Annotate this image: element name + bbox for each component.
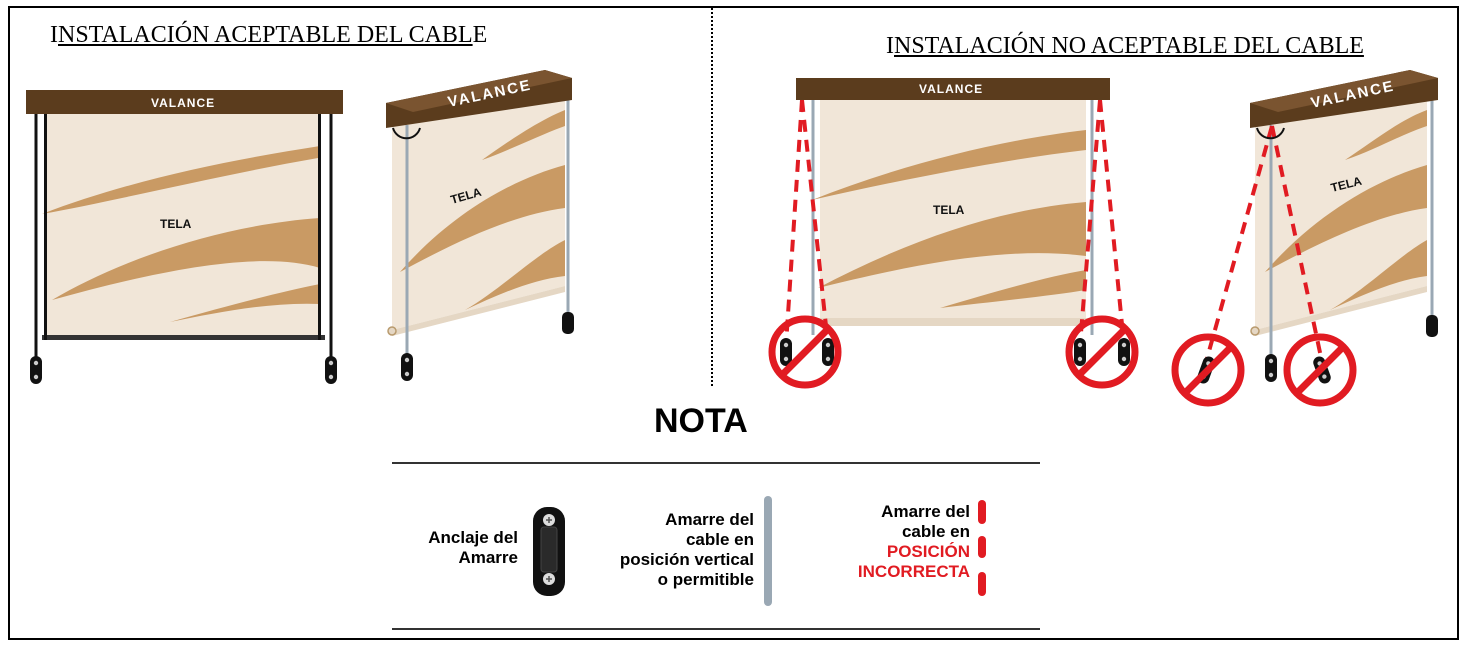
valance-bar bbox=[26, 90, 343, 114]
valance-label: VALANCE bbox=[919, 82, 983, 96]
note-title: NOTA bbox=[654, 402, 748, 440]
fabric-label: TELA bbox=[933, 203, 965, 217]
acceptable-title: INSTALACIÓN ACEPTABLE DEL CABLE bbox=[50, 22, 487, 49]
legend-anchor-line: Anclaje del bbox=[428, 528, 518, 547]
section-divider bbox=[711, 8, 713, 386]
blind-front-not-acceptable bbox=[772, 78, 1135, 385]
acceptable-title-first: I bbox=[50, 22, 58, 48]
acceptable-title-last: E bbox=[472, 22, 488, 48]
acceptable-title-underlined: NSTALACIÓN ACEPTABLE DEL CABL bbox=[58, 22, 473, 48]
not-acceptable-title-first: I bbox=[886, 33, 894, 59]
anchor-icon bbox=[1074, 338, 1086, 366]
anchor-icon bbox=[780, 338, 792, 366]
legend-vertical-line: Amarre del bbox=[665, 510, 754, 529]
legend-incorrect-line: Amarre del bbox=[881, 502, 970, 521]
legend-vertical-label: Amarre del cable en posición vertical o … bbox=[620, 510, 754, 590]
legend-vertical-line: o permitible bbox=[657, 570, 754, 589]
blind-front-acceptable bbox=[26, 90, 343, 384]
anchor-icon bbox=[1265, 354, 1277, 382]
valance-bar bbox=[796, 78, 1110, 100]
fabric-label: TELA bbox=[160, 217, 192, 231]
not-acceptable-title-underlined: NSTALACIÓN NO ACEPTABLE DEL CABLE bbox=[894, 33, 1364, 59]
blind-angled-acceptable bbox=[386, 70, 574, 381]
legend-vertical-line: posición vertical bbox=[619, 550, 754, 569]
anchor-icon bbox=[325, 356, 337, 384]
prohibited-icon bbox=[1175, 337, 1241, 403]
legend-vertical-line: cable en bbox=[685, 530, 754, 549]
anchor-icon bbox=[822, 338, 834, 366]
legend-incorrect-line: POSICIÓN bbox=[886, 542, 970, 561]
note-rule-top bbox=[392, 462, 1040, 464]
legend-incorrect-line: INCORRECTA bbox=[857, 562, 970, 581]
legend-anchor-icon bbox=[533, 507, 565, 596]
anchor-icon bbox=[401, 353, 413, 381]
legend-incorrect-line: cable en bbox=[901, 522, 970, 541]
outer-border bbox=[8, 6, 1459, 640]
note-rule-bottom bbox=[392, 628, 1040, 630]
anchor-icon bbox=[1118, 338, 1130, 366]
legend-anchor-label: Anclaje del Amarre bbox=[428, 528, 518, 568]
not-acceptable-title: INSTALACIÓN NO ACEPTABLE DEL CABLE bbox=[886, 33, 1364, 60]
anchor-icon bbox=[30, 356, 42, 384]
legend-incorrect-label: Amarre del cable en POSICIÓN INCORRECTA bbox=[858, 502, 970, 582]
blind-angled-not-acceptable bbox=[1175, 70, 1438, 403]
valance-label: VALANCE bbox=[151, 96, 215, 110]
legend-anchor-line: Amarre bbox=[458, 548, 518, 567]
legend-incorrect-cable bbox=[978, 500, 986, 596]
